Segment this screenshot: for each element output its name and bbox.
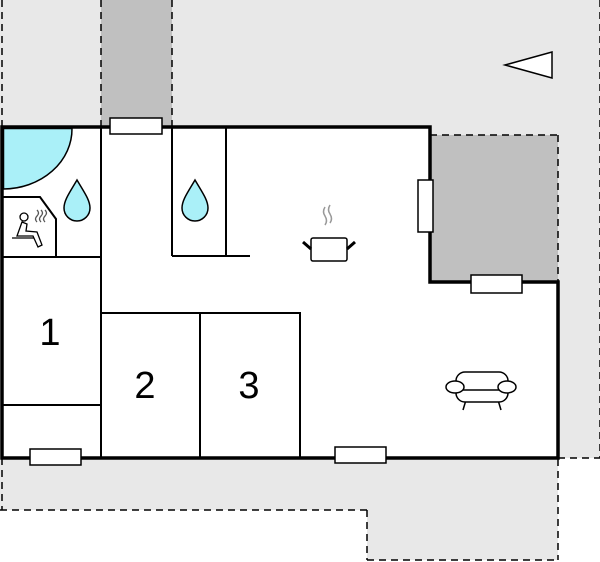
sauna-icon: [12, 209, 48, 248]
covered-terrace-top: [101, 0, 172, 127]
window: [470, 274, 523, 294]
interior-walls: [2, 127, 301, 458]
hot-tub-icon: [2, 127, 73, 190]
north-arrow-icon: [502, 51, 553, 79]
room-label-2: 2: [134, 365, 155, 407]
shower-drop-icon: [63, 178, 91, 222]
window: [109, 117, 163, 135]
window: [29, 448, 82, 466]
shower-drop-icon: [181, 178, 209, 222]
room-label-1: 1: [39, 312, 60, 354]
window: [417, 179, 434, 233]
covered-terrace-right: [430, 135, 558, 282]
windows: [29, 117, 523, 466]
room-label-3: 3: [238, 365, 259, 407]
kitchen-pot-icon: [302, 204, 356, 262]
armchair-icon: [445, 371, 517, 411]
window: [334, 446, 387, 464]
